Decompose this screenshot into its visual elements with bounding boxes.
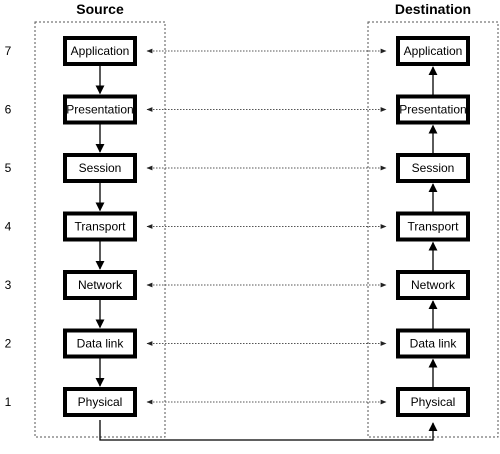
level-number: 1 bbox=[5, 395, 12, 409]
layer-box-frame bbox=[396, 153, 470, 183]
layer-box-frame bbox=[396, 36, 470, 66]
layer-box-frame bbox=[396, 328, 470, 359]
destination-layer-network: Network bbox=[396, 270, 470, 300]
layer-label: Session bbox=[79, 161, 122, 175]
source-layer-session: Session bbox=[63, 153, 137, 183]
level-number: 6 bbox=[5, 103, 12, 117]
destination-layer-data-link: Data link bbox=[396, 328, 470, 359]
source-layer-application: Application bbox=[63, 36, 137, 66]
source-layer-transport: Transport bbox=[63, 211, 137, 242]
layer-label: Network bbox=[78, 278, 123, 292]
layer-label: Presentation bbox=[66, 103, 133, 117]
layer-label: Presentation bbox=[399, 103, 466, 117]
layer-box-frame bbox=[396, 387, 470, 417]
layer-label: Application bbox=[404, 44, 463, 58]
source-layer-network: Network bbox=[63, 270, 137, 300]
level-number: 5 bbox=[5, 161, 12, 175]
layer-box-frame bbox=[63, 270, 137, 300]
layer-box-frame bbox=[63, 387, 137, 417]
layer-label: Physical bbox=[78, 395, 123, 409]
layer-label: Physical bbox=[411, 395, 456, 409]
source-layer-data-link: Data link bbox=[63, 328, 137, 359]
layer-box-frame bbox=[63, 94, 137, 125]
destination-layer-physical: Physical bbox=[396, 387, 470, 417]
layer-label: Data link bbox=[77, 337, 125, 351]
layers-group: 7 Application Application 6 Presentation Pres… bbox=[5, 36, 470, 417]
source-layer-physical: Physical bbox=[63, 387, 137, 417]
layer-box-frame bbox=[63, 328, 137, 359]
layer-box-frame bbox=[396, 270, 470, 300]
layer-label: Network bbox=[411, 278, 456, 292]
layer-label: Session bbox=[412, 161, 455, 175]
destination-layer-session: Session bbox=[396, 153, 470, 183]
physical-transmission-link bbox=[99, 420, 438, 441]
level-number: 2 bbox=[5, 337, 12, 351]
level-number: 3 bbox=[5, 278, 12, 292]
destination-layer-transport: Transport bbox=[396, 211, 470, 242]
layer-box-frame bbox=[63, 36, 137, 66]
source-title: Source bbox=[76, 1, 124, 17]
source-layer-presentation: Presentation bbox=[63, 94, 137, 125]
destination-layer-application: Application bbox=[396, 36, 470, 66]
layer-box-frame bbox=[396, 211, 470, 242]
layer-label: Transport bbox=[75, 220, 127, 234]
destination-layer-presentation: Presentation bbox=[396, 94, 470, 125]
level-number: 4 bbox=[5, 220, 12, 234]
layer-label: Data link bbox=[410, 337, 458, 351]
layer-label: Application bbox=[71, 44, 130, 58]
layer-box-frame bbox=[63, 211, 137, 242]
layer-box-frame bbox=[396, 94, 470, 125]
level-number: 7 bbox=[5, 44, 12, 58]
destination-title: Destination bbox=[395, 1, 471, 17]
layer-box-frame bbox=[63, 153, 137, 183]
layer-label: Transport bbox=[408, 220, 460, 234]
